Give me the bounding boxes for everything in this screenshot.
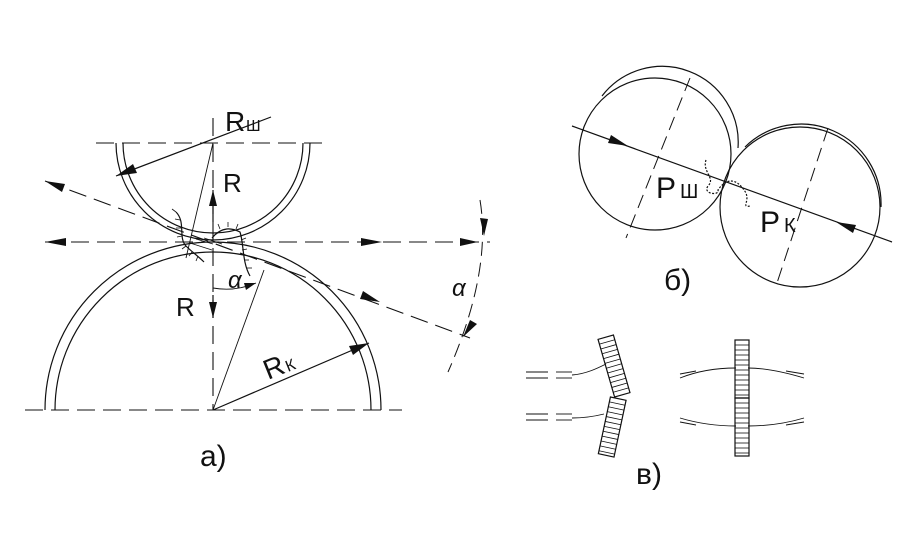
figure-c: в)	[526, 334, 805, 491]
rail-diameter-line	[775, 127, 829, 287]
contact-surface-right	[211, 228, 251, 277]
alpha-dimension-arc	[447, 199, 484, 373]
label-r-top: R	[223, 168, 242, 198]
label-p-sh: Р	[656, 172, 676, 205]
label-r-k: R	[259, 349, 289, 385]
force-arrowhead-b-left	[608, 135, 628, 146]
left-arrowhead	[45, 238, 66, 246]
r-k-radius-line	[212, 342, 370, 411]
ball-contact-line	[185, 142, 214, 259]
contact-wave-b	[704, 159, 751, 207]
r-bottom-arrowhead	[209, 302, 217, 318]
r-top-arrowhead	[209, 190, 217, 206]
upper-straight-plate	[734, 339, 750, 399]
right-arrowhead	[361, 238, 382, 246]
inclined-force-line	[44, 180, 471, 339]
figure-a: R Ш R R α α R К а)	[25, 106, 490, 473]
label-alpha: α	[228, 267, 243, 294]
caption-a: а)	[200, 440, 227, 473]
label-r-bottom: R	[176, 292, 195, 322]
lower-straight-plate	[734, 397, 750, 457]
label-p-k-sub: К	[784, 215, 796, 237]
label-r-sh-sub: Ш	[246, 118, 261, 135]
far-right-arrowhead	[460, 238, 478, 246]
r-k-arrowhead	[349, 343, 369, 355]
r-sh-radius-line	[115, 116, 272, 177]
caption-c: в)	[636, 458, 662, 491]
inclined-right-arrowhead	[360, 291, 380, 302]
alpha-dim-arrowhead-top	[480, 218, 488, 236]
caption-b: б)	[664, 264, 691, 297]
ball-offset-arc	[601, 65, 739, 149]
alpha-dim-arrowhead-bottom	[463, 320, 477, 337]
lower-bent-plate	[597, 396, 627, 458]
figure-b: Р Ш Р К б)	[571, 65, 893, 297]
inclined-left-arrowhead	[45, 181, 65, 192]
bent-strip-assembly	[526, 334, 631, 458]
straight-strip-assembly	[679, 339, 805, 457]
alpha-arc-arrowhead	[244, 283, 256, 290]
label-alpha-right: α	[452, 275, 467, 302]
force-arrowhead-b-right	[836, 222, 856, 233]
contact-hatching	[171, 208, 252, 269]
ball-circle	[578, 77, 732, 231]
ball-diameter-line	[625, 77, 691, 239]
rail-circle	[719, 126, 881, 288]
rail-angle-line	[212, 269, 265, 411]
label-p-sh-sub: Ш	[680, 181, 698, 203]
label-p-k: Р	[760, 206, 780, 239]
label-r-sh: R	[225, 106, 245, 137]
rail-offset-arc	[744, 123, 882, 208]
r-sh-arrowhead	[116, 164, 137, 176]
